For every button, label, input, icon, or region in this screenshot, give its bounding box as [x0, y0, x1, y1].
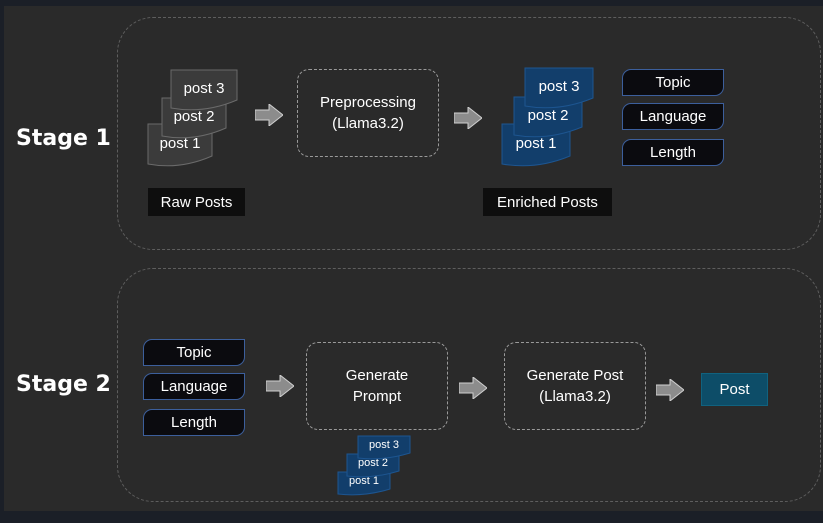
generate-prompt-step: Generate Prompt [306, 342, 448, 430]
arrow-icon [255, 104, 283, 126]
example-post-2: post 2 [346, 453, 400, 478]
enriched-post-1-label: post 1 [515, 135, 557, 152]
raw-post-3: post 3 [170, 69, 238, 111]
raw-post-3-label: post 3 [183, 80, 225, 97]
arrow-icon [656, 379, 684, 401]
stage-1-panel [117, 17, 821, 250]
attribute-topic: Topic [622, 69, 724, 96]
diagram-canvas: Stage 1 post 1 post 2 post 3 Raw Posts P… [4, 6, 823, 511]
arrow-icon [266, 375, 294, 397]
attribute-length: Length [622, 139, 724, 166]
stage-2-title: Stage 2 [16, 372, 111, 397]
example-post-1: post 1 [337, 471, 391, 496]
example-post-3: post 3 [357, 435, 411, 460]
example-post-3-label: post 3 [369, 439, 399, 451]
enriched-post-2-label: post 2 [527, 107, 569, 124]
raw-posts-label: Raw Posts [148, 188, 245, 216]
preprocessing-step: Preprocessing (Llama3.2) [297, 69, 439, 157]
raw-post-2-label: post 2 [173, 108, 215, 125]
stage-2-panel [117, 268, 821, 502]
attribute-topic-input: Topic [143, 339, 245, 366]
arrow-icon [459, 377, 487, 399]
attribute-length-input: Length [143, 409, 245, 436]
enriched-post-3: post 3 [524, 67, 594, 109]
example-post-1-label: post 1 [349, 475, 379, 487]
output-post: Post [701, 373, 768, 406]
example-post-2-label: post 2 [358, 457, 388, 469]
stage-1-title: Stage 1 [16, 126, 111, 151]
attribute-language: Language [622, 103, 724, 130]
arrow-icon [454, 107, 482, 129]
attribute-language-input: Language [143, 373, 245, 400]
generate-post-step: Generate Post (Llama3.2) [504, 342, 646, 430]
enriched-posts-label: Enriched Posts [483, 188, 612, 216]
raw-post-1-label: post 1 [159, 135, 201, 152]
enriched-post-3-label: post 3 [538, 78, 580, 95]
